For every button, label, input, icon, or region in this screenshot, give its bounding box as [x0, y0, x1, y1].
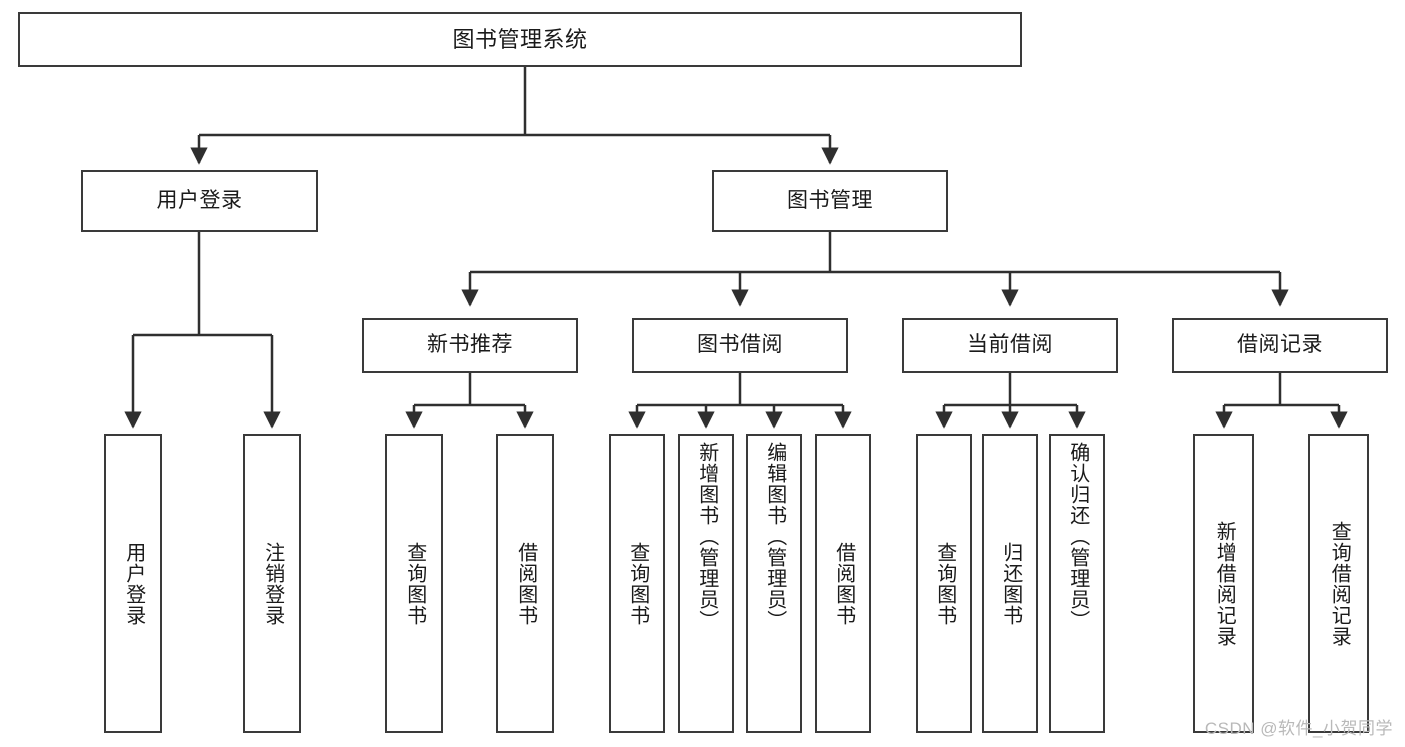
node-label: 查询图书	[933, 541, 956, 626]
node-label: 编辑图书（管理员）	[763, 442, 786, 631]
node-root-library-management-system[interactable]: 图书管理系统	[18, 12, 1022, 67]
node-label: 确认归还（管理员）	[1066, 442, 1089, 631]
leaf-logout[interactable]: 注销登录	[243, 434, 301, 733]
node-book-borrowing[interactable]: 图书借阅	[632, 318, 848, 373]
leaf-query-book-new[interactable]: 查询图书	[385, 434, 443, 733]
leaf-query-book-current[interactable]: 查询图书	[916, 434, 972, 733]
leaf-user-login[interactable]: 用户登录	[104, 434, 162, 733]
leaf-return-book[interactable]: 归还图书	[982, 434, 1038, 733]
node-book-management[interactable]: 图书管理	[712, 170, 948, 232]
node-label: 借阅图书	[514, 541, 537, 626]
leaf-borrow-book[interactable]: 借阅图书	[815, 434, 871, 733]
node-label: 查询图书	[403, 541, 426, 626]
csdn-watermark: CSDN @软件_小贺同学	[1204, 719, 1393, 738]
node-label: 归还图书	[999, 541, 1022, 626]
leaf-add-borrow-record[interactable]: 新增借阅记录	[1193, 434, 1254, 733]
node-label: 图书借阅	[697, 333, 783, 357]
node-label: 注销登录	[261, 541, 284, 626]
node-label: 新增图书（管理员）	[695, 442, 718, 631]
node-label: 查询借阅记录	[1328, 520, 1351, 647]
node-borrowing-record[interactable]: 借阅记录	[1172, 318, 1388, 373]
leaf-confirm-return-admin[interactable]: 确认归还（管理员）	[1049, 434, 1105, 733]
node-current-borrowing[interactable]: 当前借阅	[902, 318, 1118, 373]
node-label: 借阅记录	[1237, 333, 1323, 357]
node-label: 新书推荐	[427, 333, 513, 357]
node-label: 图书管理	[787, 188, 873, 212]
node-label: 当前借阅	[967, 333, 1053, 357]
node-user-login[interactable]: 用户登录	[81, 170, 318, 232]
node-label: 查询图书	[626, 541, 649, 626]
leaf-edit-book-admin[interactable]: 编辑图书（管理员）	[746, 434, 802, 733]
node-label: 用户登录	[156, 188, 243, 212]
node-label: 用户登录	[122, 541, 145, 626]
node-label: 新增借阅记录	[1213, 520, 1236, 647]
leaf-query-book[interactable]: 查询图书	[609, 434, 665, 733]
node-label: 图书管理系统	[452, 26, 588, 52]
leaf-borrow-book-new[interactable]: 借阅图书	[496, 434, 554, 733]
node-new-book-recommendation[interactable]: 新书推荐	[362, 318, 578, 373]
leaf-query-borrow-record[interactable]: 查询借阅记录	[1308, 434, 1369, 733]
node-label: 借阅图书	[832, 541, 855, 626]
leaf-add-book-admin[interactable]: 新增图书（管理员）	[678, 434, 734, 733]
